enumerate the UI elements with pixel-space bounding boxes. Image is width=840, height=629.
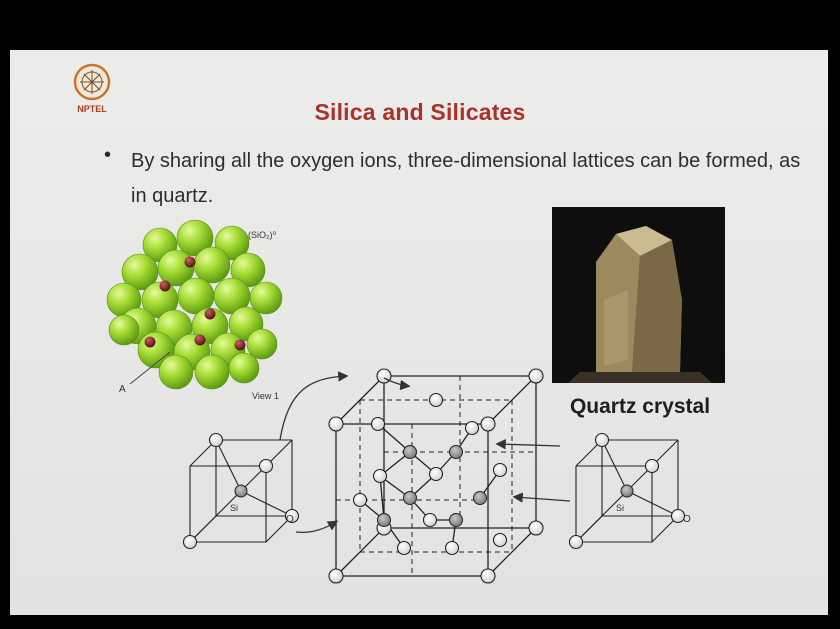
right-si-label: Si [616, 503, 624, 513]
oxygen-atom [430, 468, 443, 481]
quartz-crystal-photo [552, 207, 725, 383]
silicon-atom [378, 514, 391, 527]
oxygen-sphere [229, 353, 259, 383]
corner-atom [481, 417, 495, 431]
corner-atom [529, 369, 543, 383]
silicon-sphere [160, 281, 171, 292]
left-unit-cell [184, 434, 299, 549]
silicon-sphere [195, 335, 206, 346]
silicon-atom [474, 492, 487, 505]
corner-atom [529, 521, 543, 535]
oxygen-atom [260, 460, 273, 473]
connector-arrows [280, 376, 570, 532]
oxygen-atom [398, 542, 411, 555]
corner-atom [329, 417, 343, 431]
view-label: View 1 [252, 391, 279, 401]
silicon-sphere [185, 257, 196, 268]
silicon-atom [235, 485, 247, 497]
oxygen-atom [494, 534, 507, 547]
oxygen-atom [446, 542, 459, 555]
silicon-atom [404, 446, 417, 459]
corner-atom [329, 569, 343, 583]
silicon-sphere [145, 337, 156, 348]
oxygen-atom [646, 460, 659, 473]
axis-label: A [119, 384, 126, 395]
oxygen-atom [570, 536, 583, 549]
right-o-label: O [683, 514, 691, 525]
left-o-label: O [286, 514, 294, 525]
oxygen-sphere [159, 355, 193, 389]
oxygen-sphere [109, 315, 139, 345]
oxygen-atom [210, 434, 223, 447]
formula-label: (SiO₂)⁰ [248, 230, 276, 240]
arrow-left-bottom [296, 522, 336, 532]
silicon-atom [450, 514, 463, 527]
oxygen-sphere [195, 355, 229, 389]
silicon-atom [621, 485, 633, 497]
oxygen-atom [424, 514, 437, 527]
oxygen-sphere [194, 247, 230, 283]
oxygen-atom [494, 464, 507, 477]
oxygen-atom [354, 494, 367, 507]
oxygen-sphere [247, 329, 277, 359]
oxygen-atom [184, 536, 197, 549]
oxygen-atom [430, 394, 443, 407]
photo-caption: Quartz crystal [545, 395, 735, 419]
silicon-atom [450, 446, 463, 459]
oxygen-atom [374, 470, 387, 483]
arrow-right-to-lattice-lower [515, 497, 570, 501]
corner-atom [481, 569, 495, 583]
left-si-label: Si [230, 503, 238, 513]
oxygen-atom [466, 422, 479, 435]
arrow-right-to-lattice-upper [498, 444, 560, 446]
silicon-sphere [235, 340, 246, 351]
silicon-sphere [205, 309, 216, 320]
sio2-sphere-packing-model [107, 220, 282, 389]
oxygen-atom [372, 418, 385, 431]
silicon-atom [404, 492, 417, 505]
quartz-lattice-cube [329, 369, 543, 583]
oxygen-atom [596, 434, 609, 447]
right-unit-cell [570, 434, 685, 549]
